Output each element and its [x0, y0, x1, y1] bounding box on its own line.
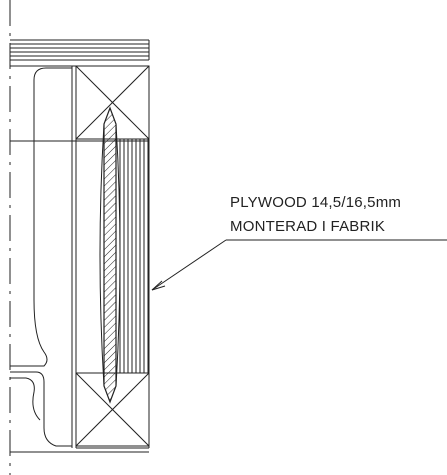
annotation-line-2: MONTERAD I FABRIK — [230, 218, 386, 235]
top-frame — [10, 39, 150, 67]
plywood-panel — [119, 138, 149, 374]
annotation-line-1: PLYWOOD 14,5/16,5mm — [230, 194, 402, 211]
leader-arrow — [151, 239, 227, 291]
hatched-section — [103, 106, 117, 404]
profile-curve — [10, 67, 72, 367]
